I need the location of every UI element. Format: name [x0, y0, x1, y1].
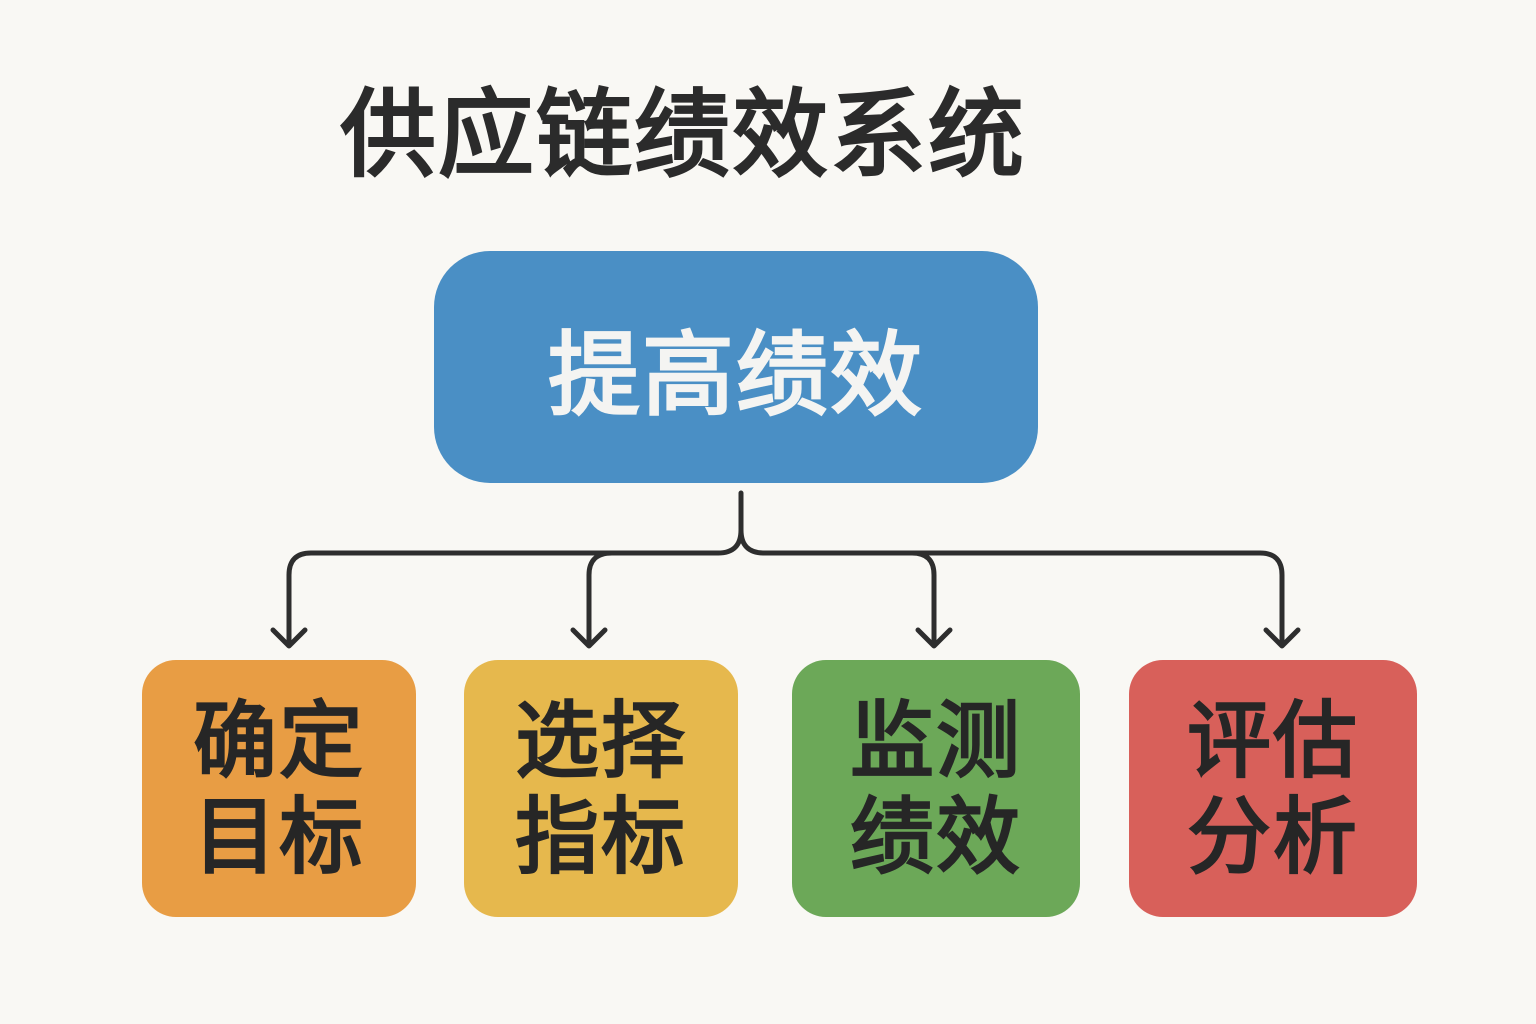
step-label-line1: 评估 — [1186, 691, 1359, 790]
step-label-line1: 确定 — [192, 691, 365, 790]
step-label-line2: 绩效 — [849, 787, 1022, 886]
step-label-line1: 监测 — [849, 691, 1022, 790]
arrowhead-3 — [915, 627, 953, 649]
connector-branch-1 — [586, 550, 615, 646]
arrowhead-4 — [1263, 627, 1301, 649]
arrowhead-2 — [570, 627, 608, 649]
step-label-line1: 选择 — [514, 691, 687, 790]
step-label-line2: 分析 — [1186, 787, 1359, 886]
arrowhead-1 — [270, 627, 308, 649]
step-label-line2: 目标 — [192, 787, 365, 886]
step-box-define-goals: 确定 目标 — [142, 660, 416, 917]
step-box-evaluate-analyze: 评估 分析 — [1129, 660, 1417, 917]
step-box-select-metrics: 选择 指标 — [464, 660, 738, 917]
root-node: 提高绩效 — [434, 251, 1038, 483]
connector-bus-left — [286, 550, 721, 646]
connector-branch-2 — [909, 550, 937, 646]
connector-stem — [715, 490, 767, 556]
connector-bus-right — [761, 550, 1285, 646]
page-title: 供应链绩效系统 — [340, 79, 1026, 191]
step-label-line2: 指标 — [514, 787, 687, 886]
root-node-label: 提高绩效 — [547, 321, 924, 429]
step-box-monitor-performance: 监测 绩效 — [792, 660, 1080, 917]
